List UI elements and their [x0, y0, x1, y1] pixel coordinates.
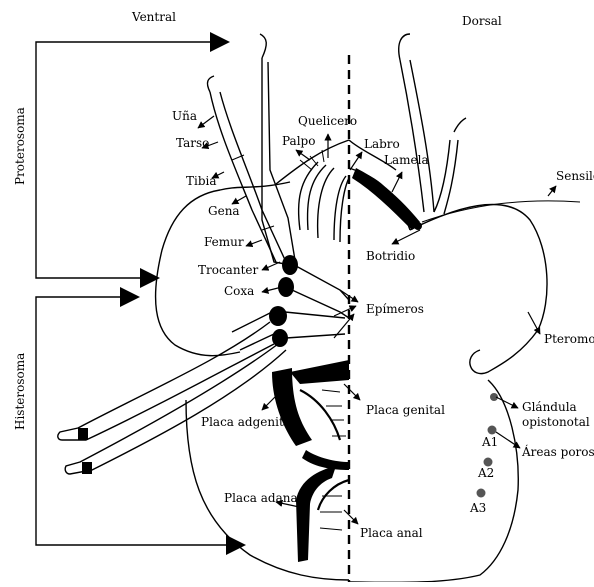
histerosoma-label: Histerosoma: [13, 353, 27, 430]
label-placa-genital: Placa genital: [366, 403, 445, 417]
label-glandula: Glándula: [522, 400, 577, 414]
label-una: Uña: [172, 109, 197, 123]
label-botridio: Botridio: [366, 249, 415, 263]
label-trocanter: Trocanter: [198, 263, 258, 277]
label-pteromorfo: Pteromorfo: [544, 332, 594, 346]
label-quelicero: Quelicero: [298, 114, 357, 128]
label-femur: Femur: [204, 235, 244, 249]
proterosoma-label: Proterosoma: [13, 107, 27, 185]
label-tibia: Tibia: [186, 174, 217, 188]
label-coxa: Coxa: [224, 284, 254, 298]
sensilo-hair: [422, 201, 580, 222]
ventral-body-outline: [156, 140, 349, 580]
label-palpo: Palpo: [282, 134, 315, 148]
dorsal-body-outline: [349, 140, 547, 582]
label-placa-adanal: Placa adanal: [224, 491, 302, 505]
label-areas-porosas: Áreas porosas: [521, 444, 594, 459]
label-placa-anal: Placa anal: [360, 526, 423, 540]
proterosoma-bracket: [36, 32, 230, 288]
lamela-shape: [352, 168, 420, 230]
label-epimeros: Epímeros: [366, 302, 424, 316]
dorsal-leg: [399, 34, 466, 214]
label-gena: Gena: [208, 204, 240, 218]
label-labro: Labro: [364, 137, 400, 151]
label-a2: A2: [477, 466, 494, 480]
leg-joints: [269, 255, 298, 347]
ventral-plates: [272, 360, 349, 562]
leg-front-left: [207, 34, 296, 266]
botridio-shape: [414, 222, 422, 230]
label-placa-adgenital: Placa adgenital: [201, 415, 295, 429]
label-sensilo: Sensilo: [556, 169, 594, 183]
mouthparts: [299, 150, 349, 242]
label-arrows: [198, 116, 556, 524]
label-opistonotal: opistonotal: [522, 415, 590, 429]
label-a3: A3: [469, 501, 486, 515]
label-lamela: Lamela: [384, 153, 429, 167]
label-tarso: Tarso: [176, 136, 209, 150]
ventral-header: Ventral: [131, 10, 176, 24]
dorsal-header: Dorsal: [462, 14, 502, 28]
label-a1: A1: [481, 435, 498, 449]
